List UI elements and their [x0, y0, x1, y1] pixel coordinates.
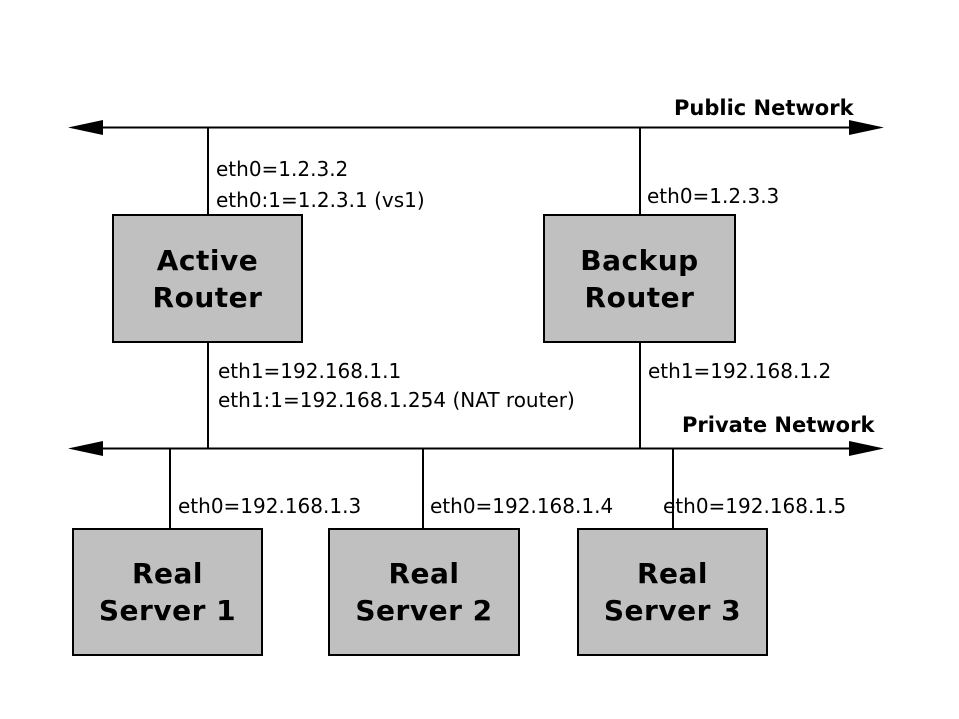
active-router-label-line1: Active [156, 243, 259, 277]
active-router-label-line2: Router [152, 280, 263, 314]
real-server-1-eth0-label: eth0=192.168.1.3 [178, 494, 362, 518]
real-server-3-node: Real Server 3 [577, 528, 768, 656]
active-router-eth1-alias-label: eth1:1=192.168.1.254 (NAT router) [218, 388, 575, 412]
active-router-eth1-label: eth1=192.168.1.1 [218, 359, 402, 383]
backup-router-node: Backup Router [543, 214, 736, 343]
real-server-2-label-line1: Real [388, 557, 460, 590]
active-router-eth0-alias-label: eth0:1=1.2.3.1 (vs1) [216, 188, 425, 212]
real-server-1-node: Real Server 1 [72, 528, 263, 656]
backup-router-label-line1: Backup [580, 243, 699, 277]
real-server-1-label-line2: Server 1 [98, 594, 237, 627]
backup-router-eth1-label: eth1=192.168.1.2 [648, 359, 832, 383]
real-server-3-eth0-label: eth0=192.168.1.5 [663, 494, 847, 518]
real-server-2-node: Real Server 2 [328, 528, 520, 656]
real-server-3-label-line2: Server 3 [603, 594, 742, 627]
private-network-label: Private Network [682, 413, 875, 437]
real-server-2-label-line2: Server 2 [355, 594, 493, 627]
real-server-1-label-line1: Real [131, 557, 204, 590]
active-router-eth0-label: eth0=1.2.3.2 [216, 157, 349, 181]
private-network-right-arrowhead-icon [849, 441, 884, 456]
real-server-2-eth0-label: eth0=192.168.1.4 [430, 494, 614, 518]
backup-router-eth0-label: eth0=1.2.3.3 [647, 184, 780, 208]
public-network-left-arrowhead-icon [68, 120, 103, 135]
active-router-node: Active Router [112, 214, 303, 343]
real-server-3-label-line1: Real [636, 557, 709, 590]
public-network-label: Public Network [674, 96, 854, 120]
public-network-right-arrowhead-icon [849, 120, 884, 135]
private-network-left-arrowhead-icon [68, 441, 103, 456]
backup-router-label-line2: Router [584, 280, 695, 314]
